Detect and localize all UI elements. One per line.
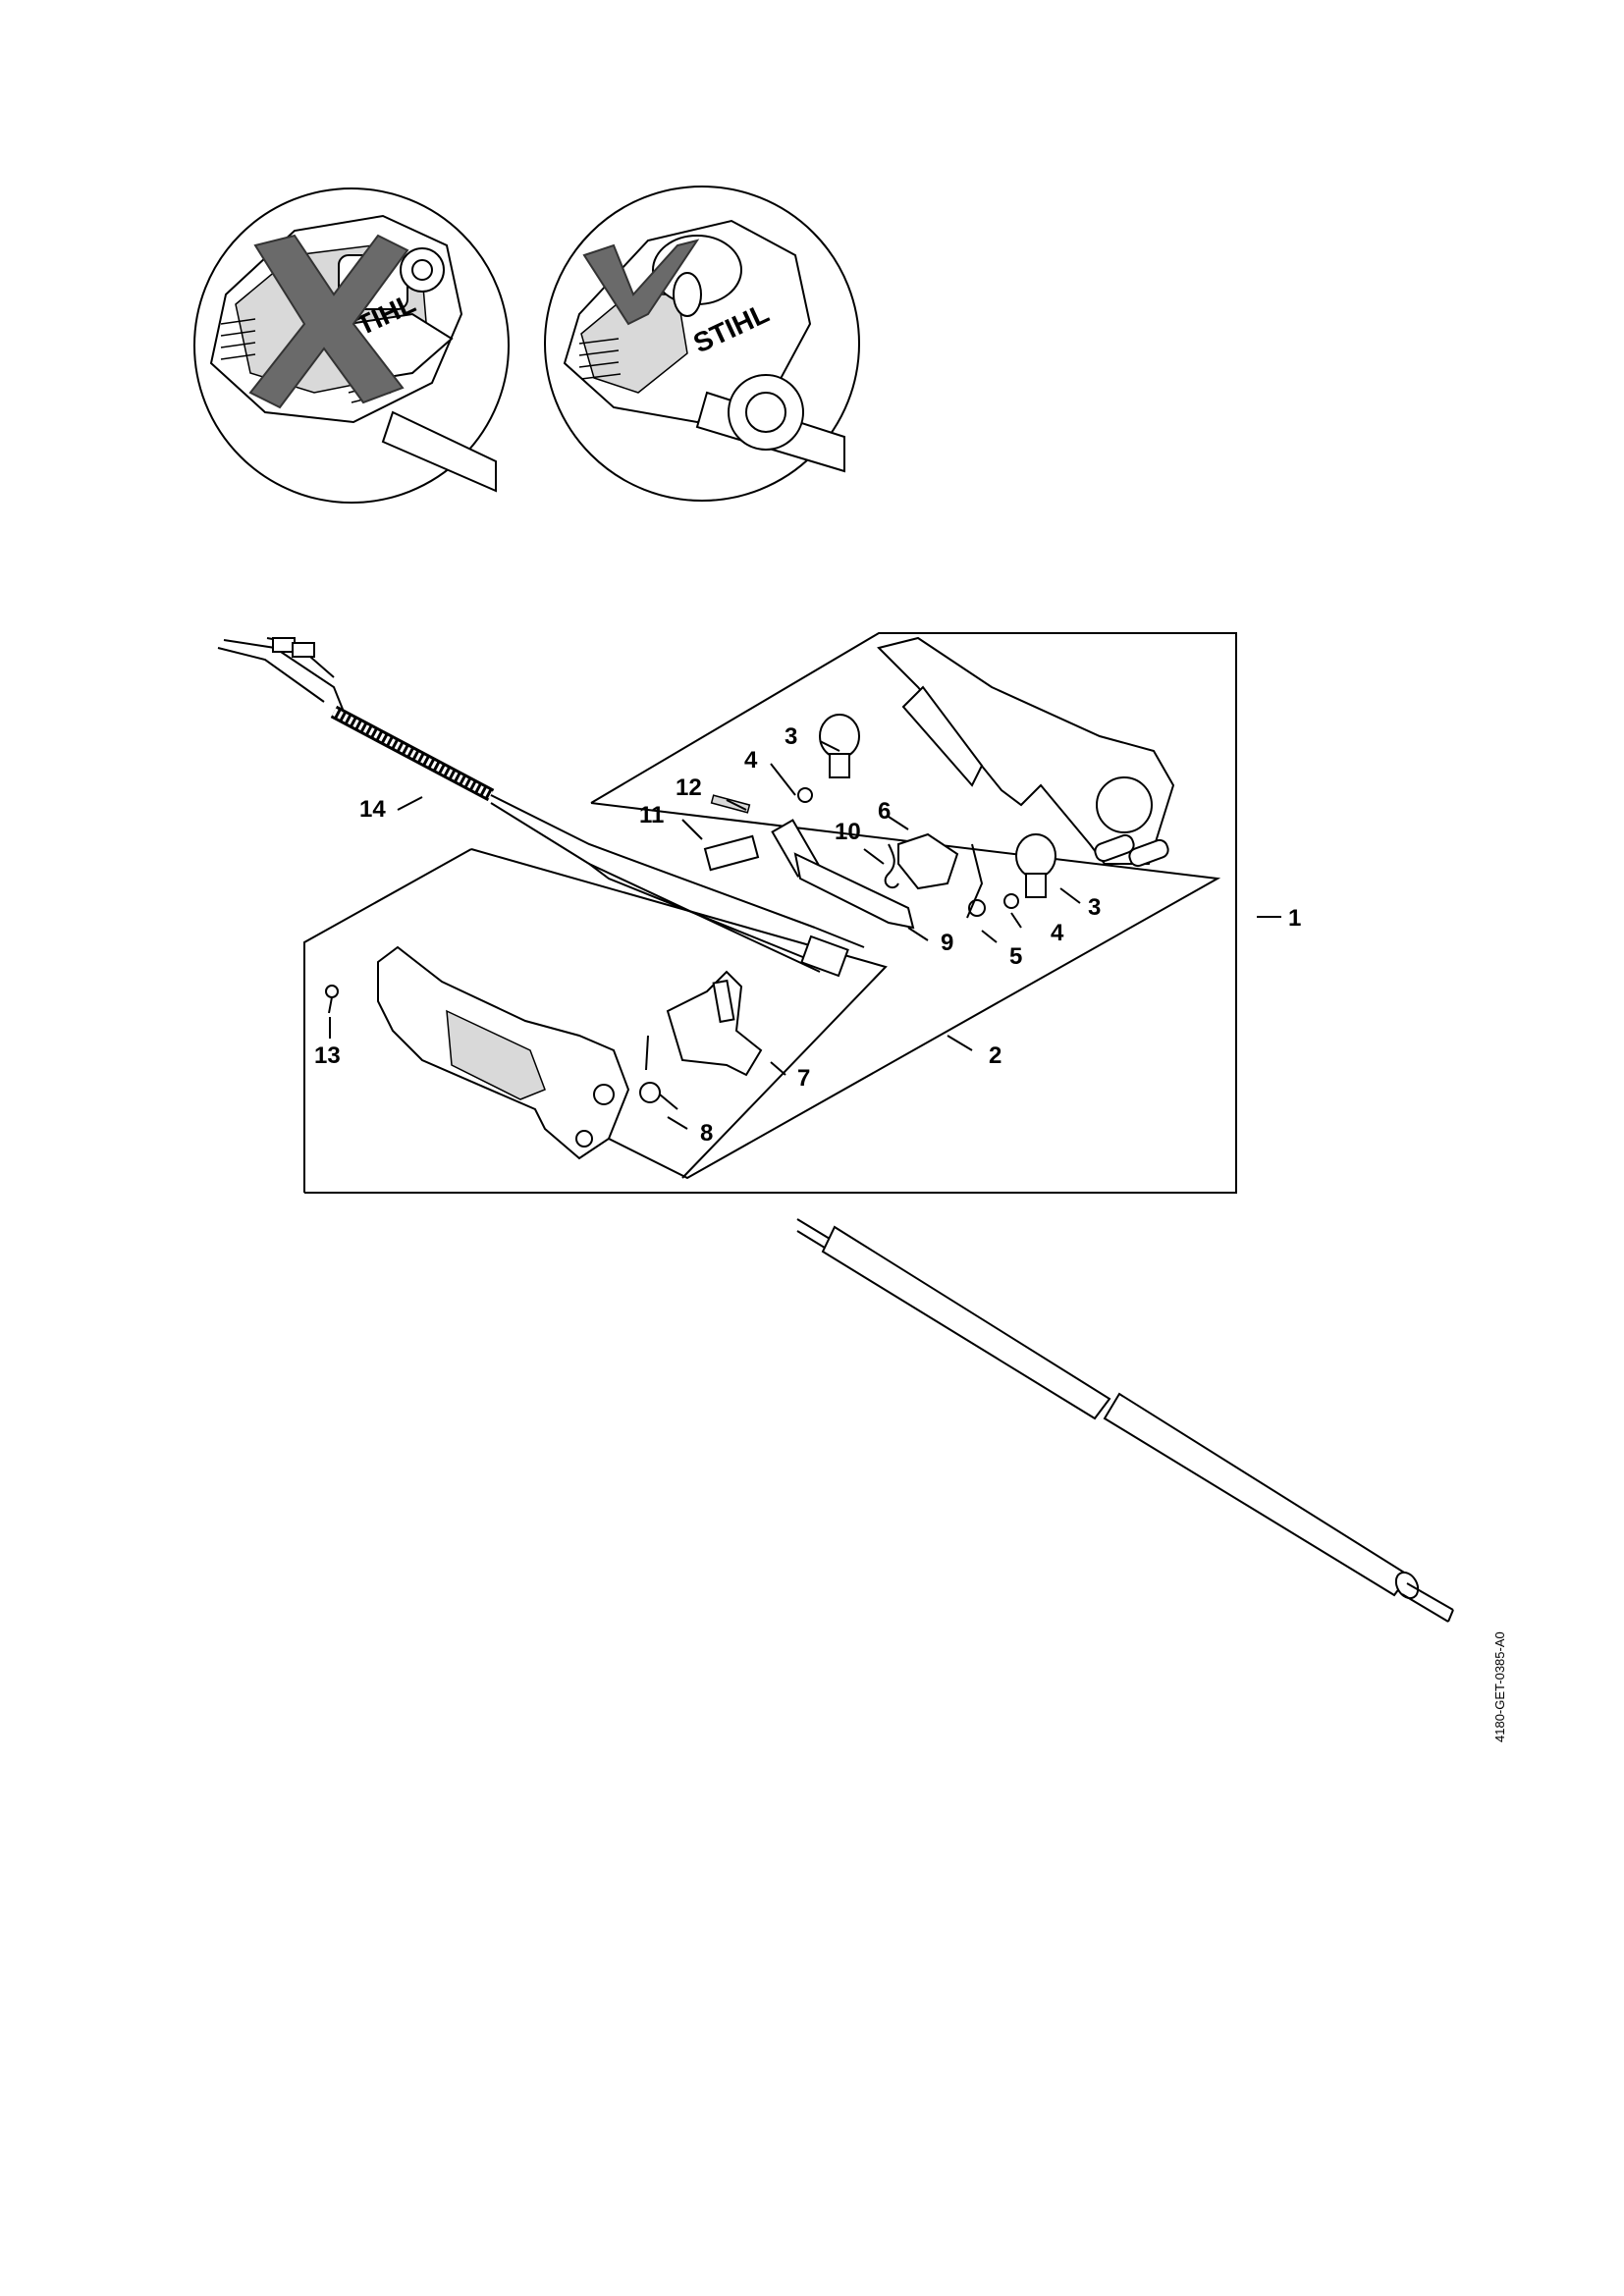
callout-9: 9 — [941, 930, 953, 956]
callout-13: 13 — [314, 1042, 341, 1069]
callout-4-left: 4 — [744, 747, 758, 774]
incorrect-engine-view: STIHL — [193, 187, 510, 504]
leader-lines — [329, 740, 1281, 1130]
callout-2: 2 — [989, 1042, 1001, 1069]
callout-3-left: 3 — [785, 723, 797, 750]
callout-6: 6 — [878, 798, 891, 825]
throttle-cable-part — [217, 637, 865, 978]
callout-3-right: 3 — [1088, 894, 1101, 921]
callout-14: 14 — [359, 796, 386, 823]
callout-7: 7 — [797, 1065, 810, 1092]
callout-labels: 1 2 3 3 4 4 5 6 7 8 9 10 11 12 13 14 — [314, 723, 1301, 1147]
callout-8: 8 — [700, 1120, 713, 1147]
trigger-part — [666, 970, 763, 1077]
callout-12: 12 — [676, 774, 702, 801]
callout-1: 1 — [1288, 905, 1301, 932]
handle-housing-part — [877, 636, 1175, 868]
correct-engine-view: STIHL — [544, 186, 860, 502]
small-parts — [703, 794, 986, 930]
spring-part — [639, 1035, 678, 1110]
callout-11: 11 — [639, 802, 664, 828]
callout-5: 5 — [1009, 943, 1022, 970]
callout-4-right: 4 — [1051, 920, 1064, 946]
callout-10: 10 — [835, 819, 861, 845]
screw-part — [325, 787, 1019, 1014]
drive-shaft-part — [796, 1218, 1454, 1623]
grip-handle-part — [377, 945, 630, 1160]
cross-mark-icon — [248, 234, 409, 409]
check-mark-icon — [582, 239, 700, 326]
drawing-reference-code: 4180-GET-0385-A0 — [1492, 1631, 1507, 1742]
